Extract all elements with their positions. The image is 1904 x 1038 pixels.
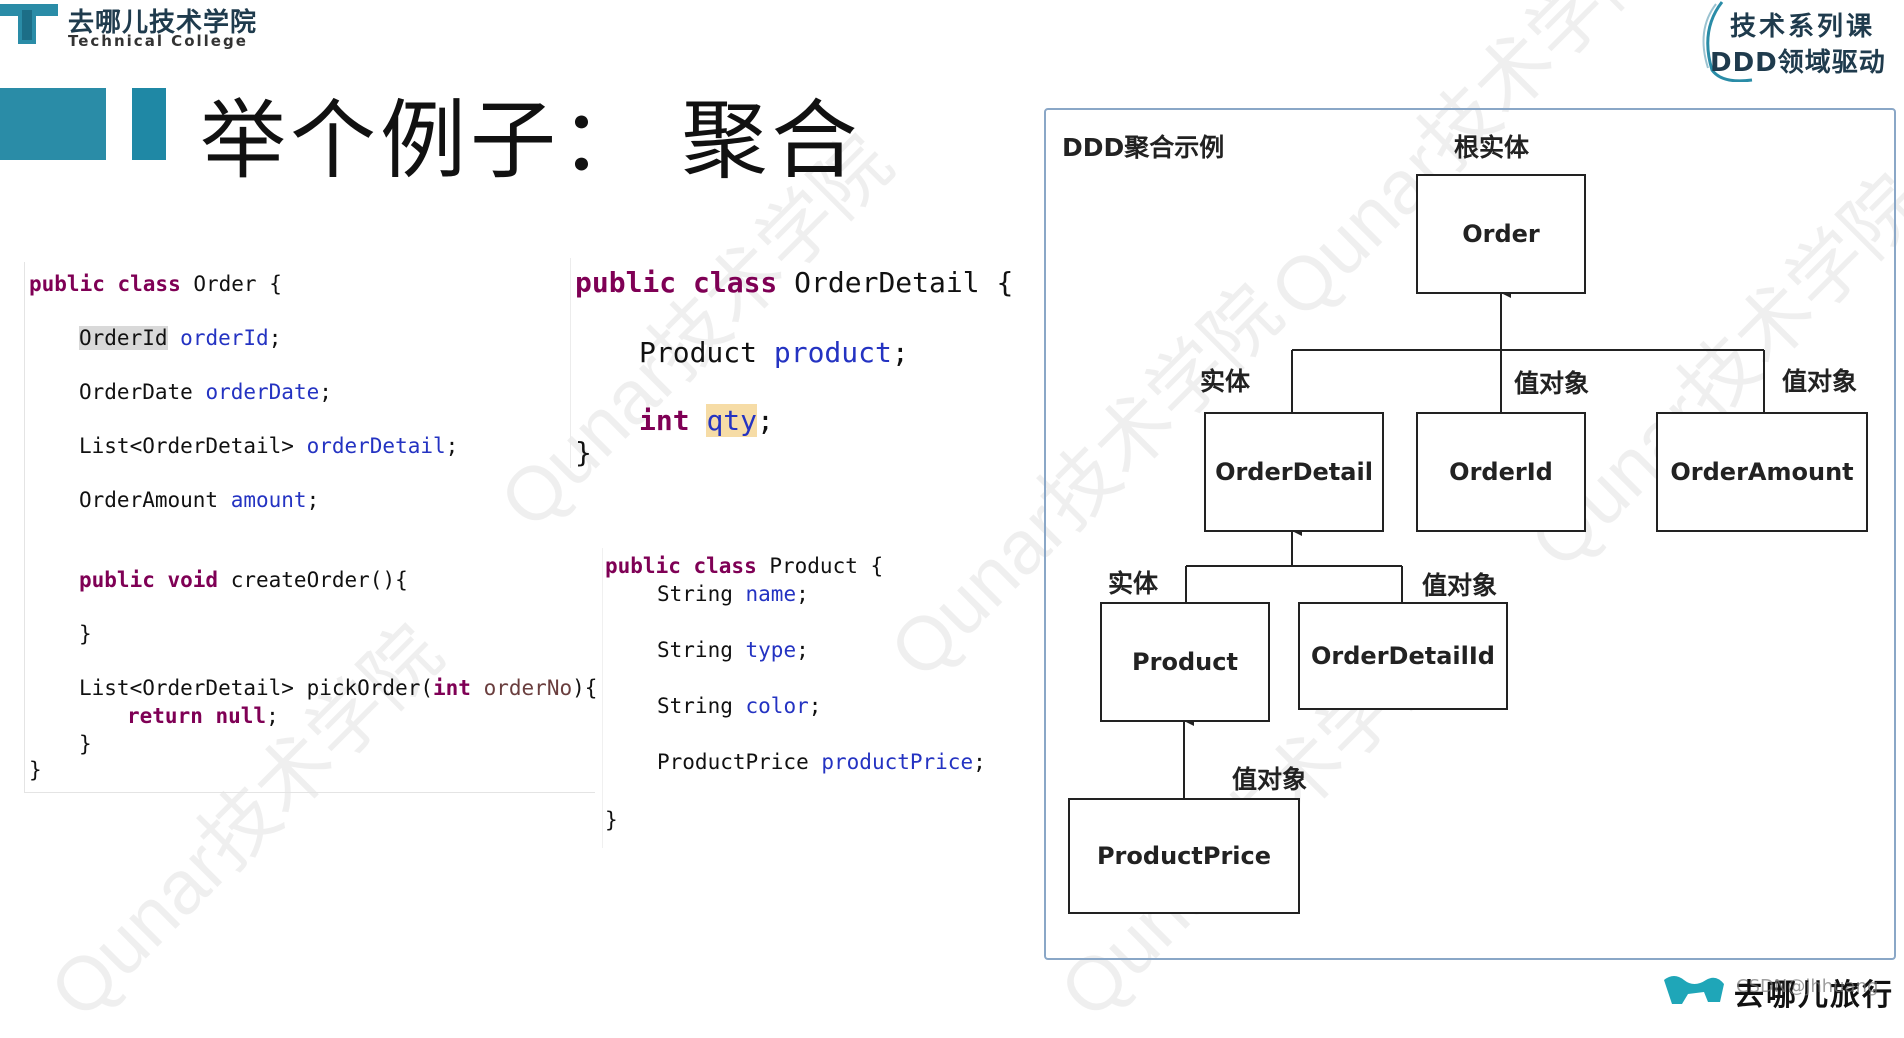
entity-label: 实体 [1200, 367, 1251, 396]
code-line: OrderId orderId; [79, 326, 282, 350]
value-object-label: 值对象 [1232, 765, 1308, 794]
product-class-code: public class Product { String name; Stri… [602, 548, 1003, 848]
college-logo-icon [0, 4, 58, 44]
code-line: String name; [657, 582, 809, 606]
title-accent-bar [0, 88, 106, 160]
course-badge-line1: 技术系列课 [1730, 12, 1876, 42]
node-order-amount: OrderAmount [1656, 412, 1868, 532]
node-product-price: ProductPrice [1068, 798, 1300, 914]
code-line: } [605, 808, 618, 832]
code-line: ProductPrice productPrice; [657, 750, 986, 774]
code-line: } [575, 436, 592, 469]
orderdetail-class-code: public class OrderDetail { Product produ… [570, 258, 1013, 469]
node-order-detail-id: OrderDetailId [1298, 602, 1508, 710]
csdn-watermark: CSDN@jhhuang [1736, 976, 1879, 997]
code-line: List<OrderDetail> orderDetail; [79, 434, 459, 458]
title-accent-bar-small [132, 88, 166, 160]
code-line: List<OrderDetail> pickOrder(int orderNo)… [79, 676, 598, 700]
node-order: Order [1416, 174, 1586, 294]
code-line: OrderAmount amount; [79, 488, 320, 512]
page-title: 举个例子： 聚合 [200, 91, 862, 191]
code-line: Product product; [639, 336, 909, 369]
college-name-cn: 去哪儿技术学院 [68, 8, 258, 38]
code-line: public class Product { [605, 554, 884, 578]
node-product: Product [1100, 602, 1270, 722]
code-line: public void createOrder(){ [79, 568, 408, 592]
code-line: } [29, 758, 42, 782]
course-badge-ring-icon [1702, 1, 1753, 82]
camel-logo-icon [1664, 976, 1724, 1004]
diagram-title: DDD聚合示例 [1062, 133, 1225, 162]
code-line: String type; [657, 638, 809, 662]
root-entity-label: 根实体 [1454, 133, 1530, 162]
code-line: } [79, 622, 92, 646]
code-line: public class OrderDetail { [575, 266, 1014, 299]
order-class-code: public class Order { OrderId orderId; Or… [24, 262, 598, 793]
code-line: public class Order { [29, 272, 282, 296]
code-line: return null; [127, 704, 279, 728]
aggregate-diagram-panel: DDD聚合示例 根实体 实体 值对象 值对象 实体 值对象 值对象 Order … [1044, 108, 1896, 960]
value-object-label: 值对象 [1514, 369, 1590, 398]
value-object-label: 值对象 [1782, 367, 1858, 396]
value-object-label: 值对象 [1422, 571, 1498, 600]
entity-label: 实体 [1108, 569, 1159, 598]
code-line: OrderDate orderDate; [79, 380, 332, 404]
node-order-id: OrderId [1416, 412, 1586, 532]
node-order-detail: OrderDetail [1204, 412, 1384, 532]
course-badge-line2: DDD领域驱动 [1710, 48, 1886, 78]
code-line: String color; [657, 694, 822, 718]
college-name-en: Technical College [68, 32, 248, 50]
code-line: int qty; [639, 404, 774, 437]
code-line: } [79, 732, 92, 756]
